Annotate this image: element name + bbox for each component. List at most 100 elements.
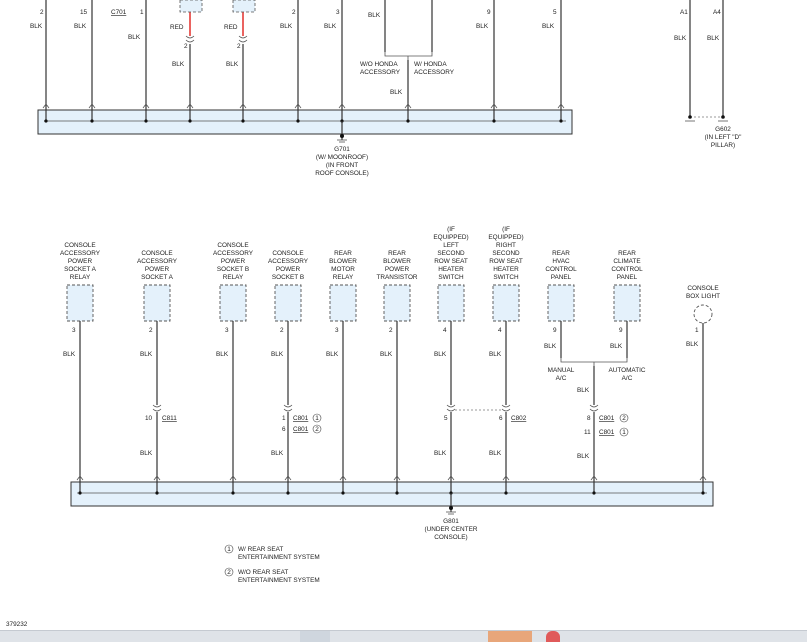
component-name: SOCKET B	[272, 274, 304, 281]
component-name: ROW SEAT	[434, 258, 468, 265]
component-name: POWER	[385, 266, 410, 273]
option-label: W/ HONDA	[414, 61, 447, 68]
connector-c811: C811	[162, 415, 177, 422]
component-name: RIGHT	[496, 242, 516, 249]
component-name: TRANSISTOR	[376, 274, 417, 281]
pin-label: 4	[498, 327, 502, 334]
option-label: W/O HONDA	[360, 61, 398, 68]
wire-color-label: RED	[224, 24, 238, 31]
connector-c701: C701	[111, 9, 127, 16]
wire-color-label: BLK	[577, 453, 590, 460]
taskbar-segment[interactable]	[488, 631, 532, 642]
component-name: SOCKET A	[141, 274, 174, 281]
pin-label: 11	[584, 429, 591, 436]
legend-number: 1	[227, 546, 231, 553]
top-ground-circuit: 2 15 C701 1 2 3 9 5 BLK BLK BLK BLK BLK …	[30, 0, 573, 177]
wire-color-label: BLK	[74, 23, 87, 30]
component-name: CONTROL	[545, 266, 577, 273]
ground-label: G602	[715, 126, 731, 133]
connector-c801: C801	[599, 429, 615, 436]
ground-label: (W/ MOONROOF)	[316, 154, 368, 161]
wire-color-label: BLK	[544, 343, 557, 350]
component-box	[219, 284, 247, 322]
connector-c801: C801	[599, 415, 615, 422]
pin-label: 1	[282, 415, 286, 422]
pin-label: 9	[619, 327, 623, 334]
component-box	[547, 284, 575, 322]
component-box	[329, 284, 357, 322]
legend-text: W/ REAR SEAT	[238, 546, 283, 553]
wire-color-label: BLK	[686, 341, 699, 348]
component-name: CONSOLE	[64, 242, 95, 249]
pin-label: 3	[335, 327, 339, 334]
component-name: POWER	[276, 266, 301, 273]
wire-color-label: BLK	[707, 35, 720, 42]
component-name: SOCKET B	[217, 266, 249, 273]
ground-g602-circuit: A1 A4 BLK BLK G602 (IN LEFT "D" PILLAR)	[674, 0, 741, 149]
component-name: MOTOR	[331, 266, 355, 273]
option-label: MANUAL	[548, 367, 575, 374]
component-box	[613, 284, 641, 322]
legend-number: 2	[227, 569, 231, 576]
component-box	[143, 284, 171, 322]
pin-label: 3	[336, 9, 340, 16]
component-name: REAR	[388, 250, 406, 257]
component-name: REAR	[618, 250, 636, 257]
wire-color-label: BLK	[542, 23, 555, 30]
component-name: CONSOLE	[141, 250, 172, 257]
note-marker: 2	[315, 426, 319, 433]
pin-label: 2	[237, 43, 241, 50]
pin-label: 9	[553, 327, 557, 334]
ground-label: (IN LEFT "D"	[705, 134, 742, 141]
legend-text: ENTERTAINMENT SYSTEM	[238, 554, 320, 561]
component-name: POWER	[68, 258, 93, 265]
component-box	[274, 284, 302, 322]
component-name: HEATER	[493, 266, 519, 273]
component-name: ACCESSORY	[137, 258, 178, 265]
pin-label: A1	[680, 9, 688, 16]
note-marker: 1	[315, 415, 319, 422]
component-name: SWITCH	[493, 274, 519, 281]
component-name: POWER	[221, 258, 246, 265]
wire-color-label: BLK	[368, 12, 381, 19]
component-name: ACCESSORY	[60, 250, 101, 257]
taskbar-segment[interactable]	[300, 631, 330, 642]
pin-label: 2	[149, 327, 153, 334]
pin-label: 2	[40, 9, 44, 16]
wire-color-label: BLK	[140, 351, 153, 358]
option-label: ACCESSORY	[414, 69, 455, 76]
legend: 1 W/ REAR SEAT ENTERTAINMENT SYSTEM 2 W/…	[224, 544, 320, 584]
note-marker: 2	[622, 415, 626, 422]
legend-text: ENTERTAINMENT SYSTEM	[238, 577, 320, 584]
component-name: EQUIPPED)	[433, 234, 468, 241]
pin-label: 3	[72, 327, 76, 334]
wire-color-label: BLK	[674, 35, 687, 42]
component-name: BLOWER	[329, 258, 357, 265]
component-name: (IF	[447, 226, 455, 233]
connector-c801: C801	[293, 415, 309, 422]
pin-label: 10	[145, 415, 153, 422]
wire-color-label: BLK	[489, 351, 502, 358]
pin-label: 6	[282, 426, 286, 433]
wire-color-label: BLK	[226, 61, 239, 68]
legend-text: W/O REAR SEAT	[238, 569, 288, 576]
pin-label: 5	[553, 9, 557, 16]
wire-color-label: BLK	[271, 450, 284, 457]
ground-label: G701	[334, 146, 350, 153]
component-box	[66, 284, 94, 322]
wire-color-label: BLK	[324, 23, 337, 30]
connector-c801: C801	[293, 426, 309, 433]
option-label: A/C	[556, 375, 567, 382]
ground-label: PILLAR)	[711, 142, 735, 149]
component-name: ACCESSORY	[213, 250, 254, 257]
wire-color-label: BLK	[172, 61, 185, 68]
component-name: CONSOLE	[272, 250, 303, 257]
taskbar-segment[interactable]	[546, 631, 560, 642]
wire-color-label: BLK	[140, 450, 153, 457]
wire-color-label: BLK	[271, 351, 284, 358]
wire-color-label: BLK	[390, 89, 403, 96]
pin-label: 1	[140, 9, 144, 16]
wire-color-label: RED	[170, 24, 184, 31]
wire-color-label: BLK	[434, 450, 447, 457]
